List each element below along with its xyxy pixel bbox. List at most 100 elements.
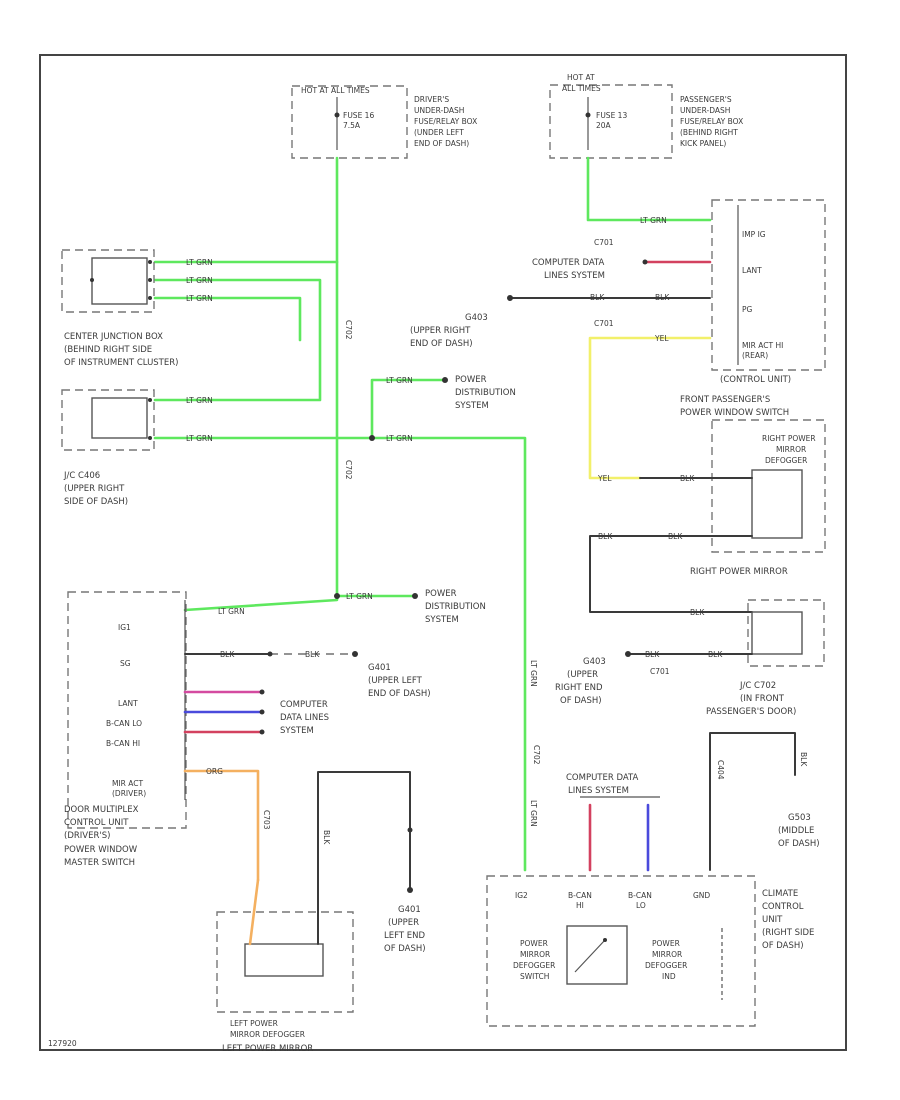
lt-grn-wires	[153, 156, 712, 872]
conn-c404: C404	[716, 760, 725, 780]
svg-text:BLK: BLK	[322, 830, 331, 845]
diagram-frame	[39, 54, 847, 1051]
terminal-dot	[442, 377, 448, 383]
conn-c701b: C701	[594, 319, 614, 328]
mir-act-yellow-wire	[588, 336, 712, 480]
svg-text:LT GRN: LT GRN	[386, 376, 413, 385]
pin-mir-act-d: MIR ACT(DRIVER)	[112, 779, 146, 798]
control-unit-label: (CONTROL UNIT)	[720, 375, 791, 385]
svg-text:BLK: BLK	[220, 650, 235, 659]
wire-tags-green: LT GRN LT GRN LT GRN LT GRN LT GRN LT GR…	[186, 216, 667, 616]
conn-c402: C702	[532, 745, 541, 765]
figure-code: 127920	[48, 1039, 77, 1048]
org-to-mirror	[248, 878, 260, 946]
svg-text:BLK: BLK	[590, 293, 605, 302]
svg-text:LT GRN: LT GRN	[186, 294, 213, 303]
svg-text:LT GRN: LT GRN	[529, 800, 538, 827]
terminal-dot	[412, 593, 418, 599]
power-window-master-switch: IG1 SG LANT B-CAN LO B-CAN HI MIR ACT(DR…	[64, 591, 187, 868]
rm-wire-2	[589, 535, 753, 613]
svg-text:BLK: BLK	[305, 650, 320, 659]
svg-text:LT GRN: LT GRN	[218, 607, 245, 616]
splice-dot	[334, 593, 340, 599]
svg-text:LT GRN: LT GRN	[186, 396, 213, 405]
pin-mir-act: MIR ACT HI(REAR)	[742, 341, 783, 360]
conn-c702: C702	[344, 320, 353, 340]
conn-c701: C701	[594, 238, 614, 247]
svg-text:LT GRN: LT GRN	[640, 216, 667, 225]
svg-text:ORG: ORG	[206, 767, 223, 776]
svg-text:LT GRN: LT GRN	[386, 434, 413, 443]
pin-bcan-lo: B-CAN LO	[106, 719, 142, 728]
conn-c702b: C702	[344, 460, 353, 480]
pin-sg: SG	[120, 659, 131, 668]
g503-wire	[709, 732, 796, 871]
svg-text:BLK: BLK	[668, 532, 683, 541]
conn-c703: C703	[262, 810, 271, 830]
svg-text:LT GRN: LT GRN	[186, 258, 213, 267]
svg-text:LT GRN: LT GRN	[346, 592, 373, 601]
svg-text:YEL: YEL	[654, 334, 669, 343]
svg-text:BLK: BLK	[799, 752, 808, 767]
left-mirror-label: LEFT POWER MIRROR	[222, 1044, 313, 1054]
svg-text:LT GRN: LT GRN	[186, 434, 213, 443]
drivers-hot-label: HOT AT ALL TIMES	[301, 86, 370, 95]
svg-text:BLK: BLK	[690, 608, 705, 617]
svg-text:BLK: BLK	[680, 474, 695, 483]
svg-text:LT GRN: LT GRN	[529, 660, 538, 687]
pin-bcan-hi: B-CAN HI	[106, 739, 140, 748]
svg-text:BLK: BLK	[655, 293, 670, 302]
pin-ig2: IG2	[515, 891, 528, 900]
pin-lant-m: LANT	[118, 699, 138, 708]
front-passenger-switch: IMP IG LANT PG MIR ACT HI(REAR) (CONTROL…	[680, 199, 826, 418]
conn-c701c: C701	[650, 667, 670, 676]
pin-pg: PG	[742, 305, 753, 314]
svg-text:BLK: BLK	[645, 650, 660, 659]
pin-imp-ig: IMP IG	[742, 230, 766, 239]
pin-ig1: IG1	[118, 623, 131, 632]
right-mirror-label: RIGHT POWER MIRROR	[690, 567, 788, 577]
pin-lant: LANT	[742, 266, 762, 275]
pin-gnd: GND	[693, 891, 710, 900]
svg-text:BLK: BLK	[708, 650, 723, 659]
svg-text:BLK: BLK	[598, 532, 613, 541]
svg-text:LT GRN: LT GRN	[186, 276, 213, 285]
